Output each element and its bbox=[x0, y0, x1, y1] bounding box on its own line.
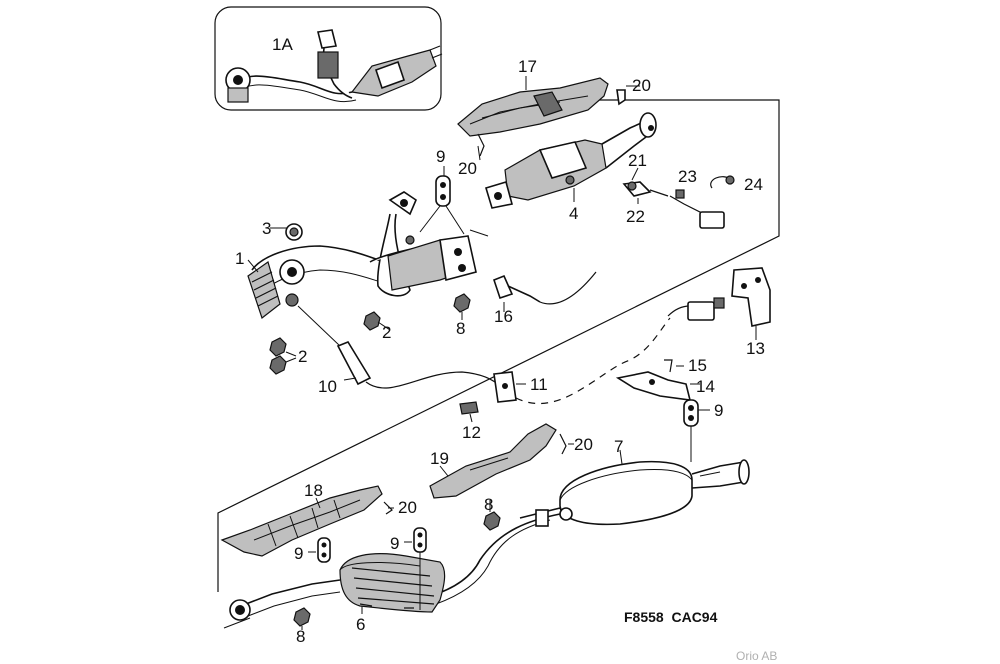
callout-9-upper: 9 bbox=[436, 147, 445, 166]
callout-8-middle: 8 bbox=[484, 495, 493, 514]
callout-20-shield: 20 bbox=[458, 159, 477, 178]
rear-silencer bbox=[559, 459, 750, 526]
callout-16: 16 bbox=[494, 307, 513, 326]
heat-shield-upper bbox=[457, 77, 609, 137]
heat-shield-lower bbox=[220, 485, 383, 557]
callout-7: 7 bbox=[614, 437, 623, 456]
rubber-hanger bbox=[435, 175, 451, 207]
callout-4: 4 bbox=[569, 204, 578, 223]
callout-20-middle: 20 bbox=[574, 435, 593, 454]
callout-14: 14 bbox=[696, 377, 715, 396]
callout-2-lower: 2 bbox=[298, 347, 307, 366]
callout-24: 24 bbox=[744, 175, 763, 194]
callout-12: 12 bbox=[462, 423, 481, 442]
callout-9-lower-left: 9 bbox=[294, 544, 303, 563]
callout-3: 3 bbox=[262, 219, 271, 238]
callout-8-upper: 8 bbox=[456, 319, 465, 338]
copyright-text: Orio AB bbox=[736, 649, 777, 663]
callout-18: 18 bbox=[304, 481, 323, 500]
callout-22: 22 bbox=[626, 207, 645, 226]
callout-9-rear: 9 bbox=[714, 401, 723, 420]
wire-clamp bbox=[493, 371, 517, 403]
callout-8-lower: 8 bbox=[296, 627, 305, 646]
callout-9-lower-right: 9 bbox=[390, 534, 399, 553]
oxygen-sensor-lower bbox=[297, 305, 499, 389]
callout-11: 11 bbox=[530, 375, 548, 394]
catalytic-converter bbox=[485, 112, 657, 209]
heat-shield-middle bbox=[429, 423, 557, 499]
callout-13: 13 bbox=[746, 339, 765, 358]
sensor-connector-bracket bbox=[687, 267, 771, 327]
assembly-frame bbox=[217, 99, 780, 592]
callout-2-upper: 2 bbox=[382, 323, 391, 342]
callout-6: 6 bbox=[356, 615, 365, 634]
callout-1a: 1A bbox=[272, 35, 293, 54]
front-exhaust-pipe bbox=[247, 191, 477, 319]
callout-23: 23 bbox=[678, 167, 697, 186]
callout-1: 1 bbox=[235, 249, 244, 268]
callout-20-lower: 20 bbox=[398, 498, 417, 517]
callout-17: 17 bbox=[518, 57, 537, 76]
callout-10: 10 bbox=[318, 377, 337, 396]
rear-hanger-bracket bbox=[615, 359, 699, 427]
callout-15: 15 bbox=[688, 356, 707, 375]
figure-code: F8558 CAC94 bbox=[624, 609, 718, 625]
oxygen-sensor-rear bbox=[622, 181, 669, 197]
intermediate-pipe bbox=[429, 507, 573, 605]
callout-21: 21 bbox=[628, 151, 647, 170]
front-silencer bbox=[229, 553, 446, 621]
callout-20-top: 20 bbox=[632, 76, 651, 95]
callout-19: 19 bbox=[430, 449, 449, 468]
inset-variant-1a bbox=[214, 6, 443, 111]
oxygen-sensor-front bbox=[493, 271, 597, 305]
